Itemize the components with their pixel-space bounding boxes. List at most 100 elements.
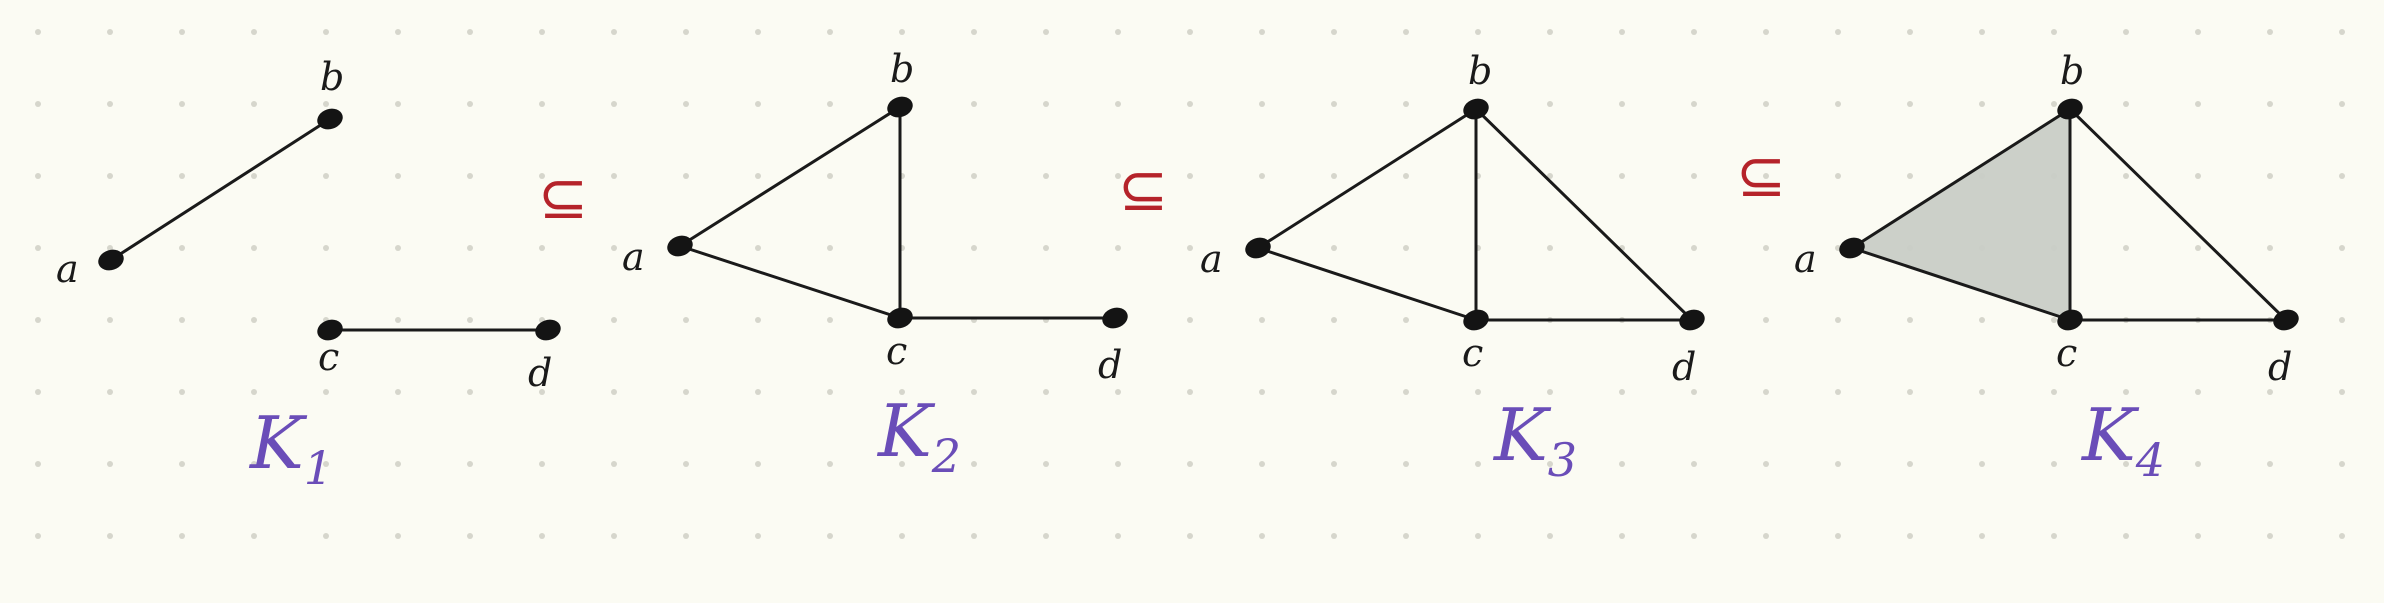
grid-dot <box>2267 461 2273 467</box>
grid-dot <box>2195 101 2201 107</box>
grid-dot <box>251 29 257 35</box>
grid-dot <box>1547 173 1553 179</box>
grid-dot <box>1187 461 1193 467</box>
grid-dot <box>683 389 689 395</box>
grid-dot <box>1331 245 1337 251</box>
grid-dot <box>611 461 617 467</box>
grid-dot <box>755 317 761 323</box>
grid-dot <box>1115 29 1121 35</box>
grid-dot <box>1403 245 1409 251</box>
grid-dot <box>755 245 761 251</box>
grid-dot <box>179 29 185 35</box>
grid-dot <box>1475 29 1481 35</box>
complex-k3: a b c d K3 <box>1200 49 1705 487</box>
k1-complex-label: K1 <box>248 401 333 495</box>
grid-dot <box>2339 29 2345 35</box>
grid-dot <box>2339 173 2345 179</box>
grid-dot <box>1187 173 1193 179</box>
k3-vertex-b <box>1463 98 1489 120</box>
grid-dot <box>251 173 257 179</box>
grid-dot <box>107 461 113 467</box>
grid-dot <box>971 173 977 179</box>
grid-dot <box>1043 173 1049 179</box>
grid-dot <box>179 101 185 107</box>
grid-dot <box>1331 29 1337 35</box>
subset-symbol-1: ⊆ <box>538 163 588 233</box>
grid-dot <box>1979 317 1985 323</box>
grid-dot <box>1907 461 1913 467</box>
grid-dot <box>1691 461 1697 467</box>
grid-dot <box>2195 389 2201 395</box>
grid-dot <box>1763 461 1769 467</box>
grid-dot <box>1979 461 1985 467</box>
grid-dot <box>1979 389 1985 395</box>
k2-vertex-d <box>1102 307 1128 329</box>
grid-dot <box>1187 389 1193 395</box>
grid-dot <box>2339 389 2345 395</box>
grid-dot <box>1835 29 1841 35</box>
grid-dot <box>1763 533 1769 539</box>
k1-vertex-labels: a b c d <box>56 55 552 395</box>
grid-dot <box>1763 173 1769 179</box>
grid-dot <box>1043 461 1049 467</box>
k2-edge-ac <box>679 244 901 320</box>
grid-dot <box>1043 101 1049 107</box>
grid-dot <box>1259 317 1265 323</box>
grid-dot <box>899 461 905 467</box>
grid-dot <box>899 29 905 35</box>
grid-dot <box>1907 101 1913 107</box>
grid-dot <box>467 173 473 179</box>
grid-dot <box>1187 533 1193 539</box>
k3-label-a: a <box>1200 237 1223 281</box>
k3-vertices <box>1245 98 1705 331</box>
grid-dot <box>467 533 473 539</box>
grid-dot <box>1403 101 1409 107</box>
grid-dot <box>1115 101 1121 107</box>
grid-dot <box>179 461 185 467</box>
k2-vertex-a <box>667 235 693 257</box>
k3-vertex-d <box>1679 309 1705 331</box>
grid-dot <box>2051 461 2057 467</box>
grid-dot <box>1547 101 1553 107</box>
grid-dot <box>2267 29 2273 35</box>
grid-dot <box>1979 29 1985 35</box>
grid-dot <box>539 29 545 35</box>
k4-faces <box>1852 109 2070 320</box>
grid-dot <box>755 533 761 539</box>
k2-label-a: a <box>622 235 645 279</box>
k4-label-c: c <box>2056 331 2077 375</box>
grid-dot <box>2267 533 2273 539</box>
k1-label-b: b <box>320 55 344 99</box>
grid-dot <box>1547 29 1553 35</box>
grid-dot <box>35 533 41 539</box>
grid-dot <box>683 461 689 467</box>
grid-dot <box>251 461 257 467</box>
grid-dot <box>683 29 689 35</box>
k4-vertex-c <box>2057 309 2083 331</box>
grid-dot <box>1331 173 1337 179</box>
grid-dot <box>1187 245 1193 251</box>
k4-vertex-d <box>2273 309 2299 331</box>
subset-symbol-3: ⊆ <box>1736 141 1786 211</box>
k1-edges <box>110 117 548 332</box>
grid-dot <box>395 29 401 35</box>
grid-dot <box>395 245 401 251</box>
grid-dot <box>899 533 905 539</box>
k4-vertices <box>1839 98 2299 331</box>
k4-vertex-labels: a b c d <box>1794 49 2292 389</box>
k3-label-d: d <box>1672 345 1696 389</box>
k1-label-a: a <box>56 247 79 291</box>
grid-dot <box>1043 245 1049 251</box>
grid-dot <box>1619 389 1625 395</box>
grid-dot <box>35 29 41 35</box>
grid-dot <box>1115 533 1121 539</box>
grid-dot <box>2339 317 2345 323</box>
k2-vertex-c <box>887 307 913 329</box>
grid-dot <box>1115 245 1121 251</box>
grid-dot <box>1691 245 1697 251</box>
grid-dot <box>2051 101 2057 107</box>
grid-dot <box>2339 245 2345 251</box>
k4-label-d: d <box>2268 345 2292 389</box>
grid-dot <box>1691 29 1697 35</box>
k2-vertex-b <box>887 96 913 118</box>
